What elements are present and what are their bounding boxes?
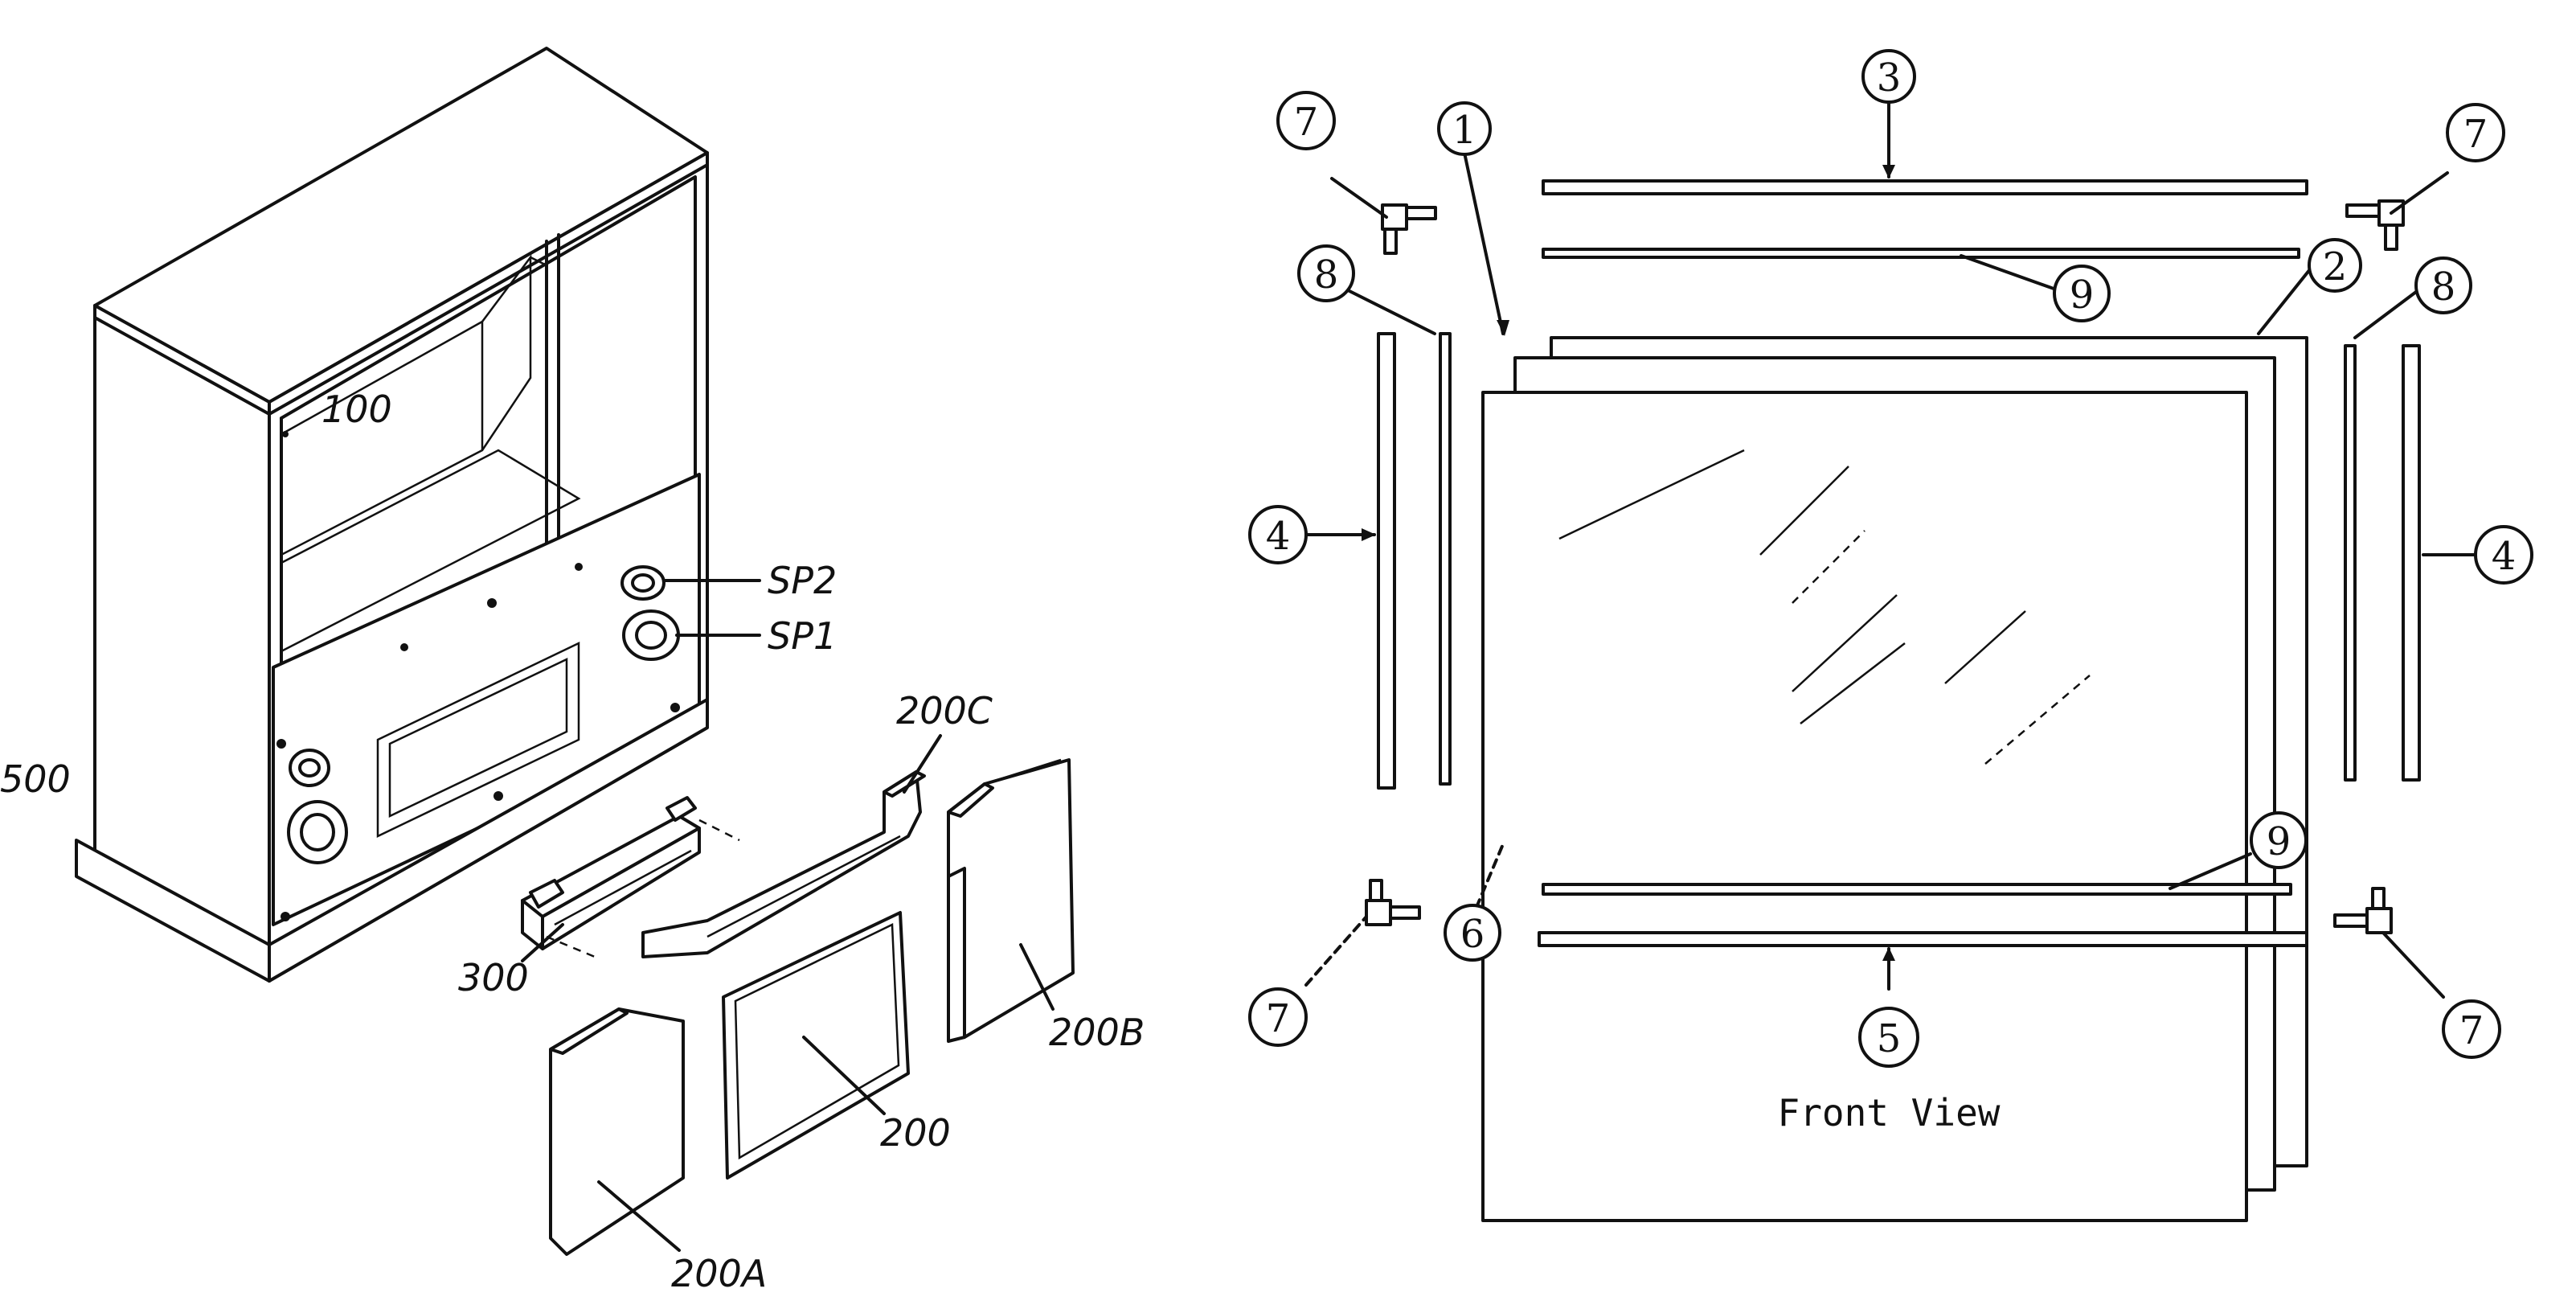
svg-text:7: 7 bbox=[2459, 1008, 2484, 1053]
svg-text:7: 7 bbox=[1294, 100, 1319, 145]
panel-200a bbox=[549, 1007, 685, 1256]
callout-7-bottom-right: 7 bbox=[2442, 999, 2501, 1059]
front-view-caption: Front View bbox=[1778, 1091, 2001, 1135]
svg-text:1: 1 bbox=[1452, 108, 1477, 153]
panel-200c bbox=[641, 770, 926, 958]
part-left-gasket bbox=[1439, 332, 1452, 786]
label-panel-a: 200A bbox=[671, 1252, 767, 1295]
svg-text:8: 8 bbox=[1314, 252, 1339, 297]
internal-shelf bbox=[280, 449, 581, 654]
part-right-gasket bbox=[2344, 344, 2357, 782]
label-housing: 100 bbox=[321, 388, 392, 431]
svg-text:5: 5 bbox=[1877, 1016, 1902, 1061]
label-panel-b: 200B bbox=[1049, 1011, 1145, 1054]
svg-text:6: 6 bbox=[1460, 912, 1485, 957]
cabinet-assembly bbox=[75, 47, 709, 983]
svg-text:4: 4 bbox=[2492, 534, 2517, 579]
callout-6: 6 bbox=[1444, 904, 1501, 962]
callout-9-bottom: 9 bbox=[2250, 811, 2308, 869]
callout-7-top-right: 7 bbox=[2446, 103, 2505, 162]
label-panel-c: 200C bbox=[896, 689, 993, 732]
corner-connector-bottom-right bbox=[2333, 887, 2393, 934]
callout-9-top: 9 bbox=[2053, 265, 2111, 322]
callout-4-right: 4 bbox=[2474, 525, 2533, 585]
panel-200 bbox=[722, 911, 910, 1180]
cabinet-base-front bbox=[268, 698, 709, 983]
callout-2: 2 bbox=[2308, 238, 2362, 293]
panel-200b bbox=[947, 758, 1075, 1043]
label-cabinet: 500 bbox=[0, 757, 71, 801]
bracket-300 bbox=[521, 796, 740, 958]
part-bottom-rail bbox=[1538, 931, 2308, 947]
label-sp1: SP1 bbox=[768, 614, 837, 658]
label-sp2: SP2 bbox=[768, 559, 837, 602]
part-left-rail bbox=[1377, 332, 1396, 790]
part-glass bbox=[1481, 391, 2248, 1222]
callout-8-left: 8 bbox=[1297, 244, 1355, 302]
speaker-left-small bbox=[289, 749, 330, 787]
callout-7-top-left: 7 bbox=[1276, 91, 1336, 150]
svg-text:2: 2 bbox=[2323, 244, 2348, 289]
part-right-rail bbox=[2402, 344, 2421, 782]
callout-4-left: 4 bbox=[1248, 505, 1308, 564]
callout-7-bottom-left: 7 bbox=[1248, 987, 1308, 1047]
corner-connector-bottom-left bbox=[1365, 879, 1421, 926]
part-bottom-gasket bbox=[1542, 883, 2292, 896]
svg-text:3: 3 bbox=[1877, 55, 1902, 101]
svg-text:4: 4 bbox=[1266, 514, 1291, 559]
label-panel: 200 bbox=[880, 1111, 951, 1155]
part-top-gasket bbox=[1542, 248, 2300, 259]
corner-connector-top-right bbox=[2345, 199, 2405, 251]
label-bracket: 300 bbox=[458, 956, 529, 999]
svg-text:7: 7 bbox=[1266, 996, 1291, 1041]
callout-1: 1 bbox=[1437, 101, 1492, 156]
front-view-assembly bbox=[1365, 179, 2421, 1222]
svg-text:9: 9 bbox=[2070, 273, 2095, 318]
svg-text:8: 8 bbox=[2431, 265, 2456, 310]
callout-3: 3 bbox=[1861, 49, 1916, 104]
corner-connector-top-left bbox=[1381, 203, 1437, 255]
display-window bbox=[376, 642, 580, 838]
svg-text:7: 7 bbox=[2463, 112, 2488, 157]
speaker-left-large bbox=[287, 800, 348, 864]
callout-5: 5 bbox=[1858, 1007, 1919, 1068]
callout-8-right: 8 bbox=[2414, 256, 2472, 314]
speaker-sp2 bbox=[620, 565, 666, 601]
svg-text:9: 9 bbox=[2267, 819, 2291, 864]
part-top-rail bbox=[1542, 179, 2308, 195]
